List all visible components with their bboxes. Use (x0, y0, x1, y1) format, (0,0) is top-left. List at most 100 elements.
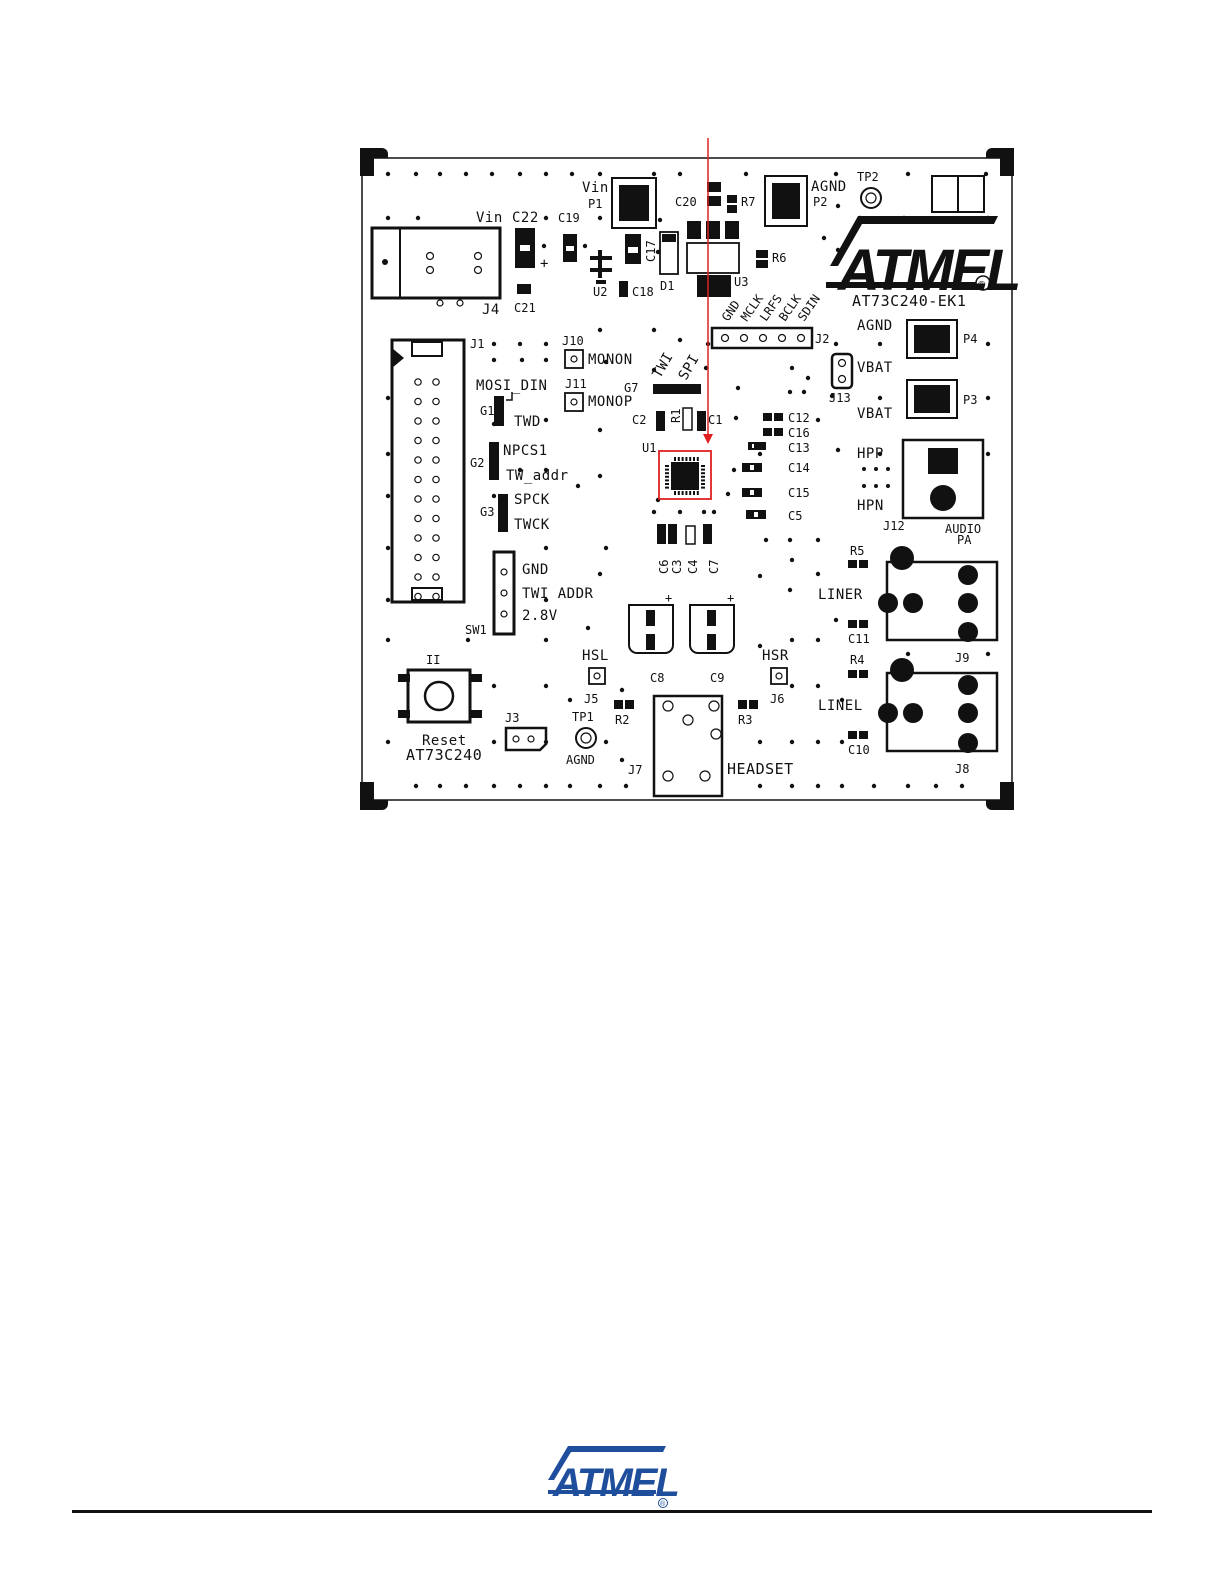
via-dot (465, 637, 471, 643)
s1-label: II (426, 653, 440, 667)
r6-resistor: R6 (756, 250, 786, 268)
reset-label: Reset (422, 733, 467, 749)
vin-left-label: Vin (476, 210, 503, 226)
c2-r1-c1-passives: C2 R1 C1 (632, 407, 722, 431)
via-dot (463, 783, 469, 789)
twck-label: TWCK (514, 517, 550, 533)
top-right-connector (931, 175, 985, 213)
via-dot (933, 783, 939, 789)
u1-pin (696, 491, 699, 495)
monop-label: MONOP (588, 394, 633, 410)
via-dot (385, 395, 391, 401)
via-dot (585, 625, 591, 631)
via-dot (517, 171, 523, 177)
via-dot (651, 171, 657, 177)
j2-label: J2 (815, 332, 829, 346)
via-dot (415, 215, 421, 221)
c19-capacitor: C19 (558, 211, 580, 262)
u1-pin (665, 486, 669, 489)
j12-label: J12 (883, 519, 905, 533)
via-dot (597, 571, 603, 577)
via-dot (985, 341, 991, 347)
j10-monon-pad: J10 MONON (562, 334, 633, 369)
g2-label: G2 (470, 456, 484, 470)
via-dot (677, 509, 683, 515)
via-dot (541, 243, 547, 249)
via-dot (651, 509, 657, 515)
via-dot (489, 171, 495, 177)
twd-label: TWD (514, 414, 541, 430)
via-dot (731, 467, 737, 473)
u1-pin (665, 465, 669, 467)
spi-label: SPI (676, 352, 703, 383)
via-dot (757, 573, 763, 579)
u1-pin (701, 468, 705, 471)
j3-header: J3 (504, 711, 548, 752)
p4-agnd-pad: AGND P4 (857, 318, 977, 359)
u1-pin (665, 483, 669, 485)
via-dot (815, 739, 821, 745)
c14-label: C14 (788, 461, 810, 475)
via-dot (815, 783, 821, 789)
via-dot (543, 467, 549, 473)
u1-pin (665, 479, 669, 482)
c9-capacitor: + C9 (689, 591, 735, 685)
j1-pin (414, 495, 422, 503)
j1-pin (432, 378, 440, 386)
via-dot (815, 683, 821, 689)
j1-pin (432, 417, 440, 425)
j11-label: J11 (565, 377, 587, 391)
u2-label: U2 (593, 285, 607, 299)
monon-label: MONON (588, 352, 633, 368)
c9-label: C9 (710, 671, 724, 685)
via-dot (385, 637, 391, 643)
via-dot (833, 171, 839, 177)
c20-capacitor: C20 (675, 182, 721, 209)
via-dot (657, 217, 663, 223)
via-dot (821, 235, 827, 241)
u1-pin (677, 457, 680, 461)
c4-label: C4 (686, 560, 700, 574)
sw1-label: SW1 (465, 623, 487, 637)
via-dot (385, 493, 391, 499)
via-dot (603, 545, 609, 551)
board-title: AT73C240-EK1 (852, 292, 966, 310)
r3-label: R3 (738, 713, 752, 727)
via-dot (543, 545, 549, 551)
j5-hsl-pad: HSL J5 (582, 648, 608, 706)
c9-plus: + (727, 591, 734, 605)
j1-pin (414, 417, 422, 425)
g2-jumper: NPCS1 G2 TW_addr (470, 442, 568, 484)
hpp-label: HPP (857, 446, 884, 462)
j1-pin (414, 475, 422, 484)
j1-pin (414, 573, 422, 581)
u1-pin (674, 457, 676, 461)
c10-label: C10 (848, 743, 870, 757)
c18-label: C18 (632, 285, 654, 299)
via-dot (582, 243, 588, 249)
via-dot (757, 783, 763, 789)
c12-label: C12 (788, 411, 810, 425)
tp2-label: TP2 (857, 170, 879, 184)
u1-pin (701, 475, 705, 478)
u1-pin (693, 457, 695, 461)
via-dot (491, 493, 497, 499)
j1-header: J1 (390, 337, 484, 604)
via-dot (543, 171, 549, 177)
via-dot (829, 393, 835, 399)
u1-pin (701, 465, 705, 467)
sw1-switch: GND TWI ADDR 2.8V SW1 (465, 550, 593, 637)
u1-pin (681, 457, 684, 461)
c17-label: C17 (644, 240, 658, 262)
board-outline (361, 157, 1013, 801)
board-atmel-logo: ATMEL ® AT73C240-EK1 (826, 216, 1022, 310)
via-dot (597, 327, 603, 333)
board-logo-text: ATMEL (836, 238, 1019, 303)
via-dot (437, 171, 443, 177)
g1-jumper: MOSI_DIN G1 TWD (476, 378, 547, 430)
c22-capacitor: C22 + C21 (512, 210, 548, 315)
agnd-bottom-label: AGND (566, 753, 595, 767)
via-dot (543, 637, 549, 643)
footer-registered-mark: ® (660, 1500, 666, 1508)
u1-chip: U1 (642, 441, 712, 500)
